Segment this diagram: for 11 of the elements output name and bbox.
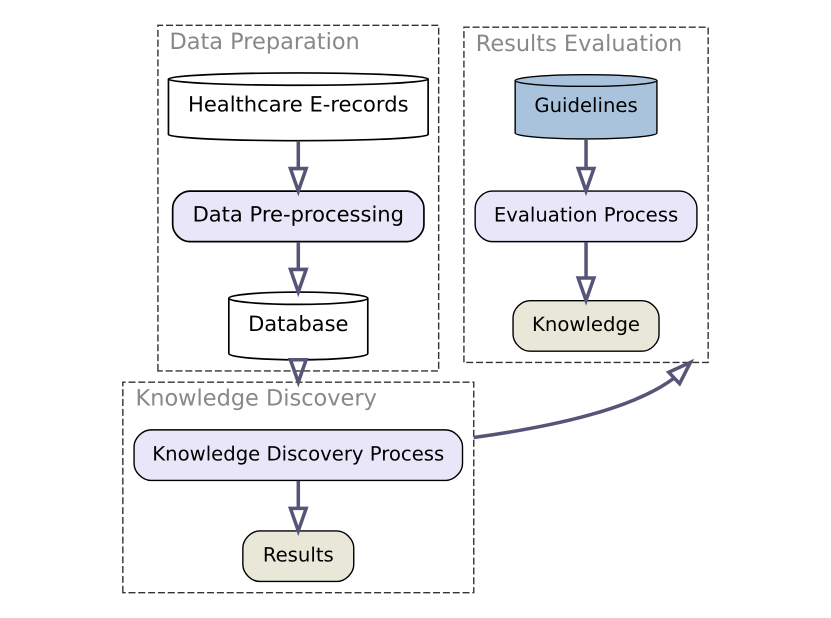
node-box: Knowledge Discovery Process	[133, 429, 464, 482]
arrow	[474, 358, 694, 440]
arrow	[288, 140, 309, 196]
node-box: Evaluation Process	[474, 190, 698, 242]
node-box: Results	[242, 530, 354, 582]
arrow	[576, 139, 596, 196]
arrow	[576, 242, 596, 306]
node-box: Data Pre-processing	[172, 190, 425, 242]
arrow	[288, 480, 309, 536]
arrow	[288, 242, 309, 298]
node-box: Knowledge	[512, 300, 660, 352]
